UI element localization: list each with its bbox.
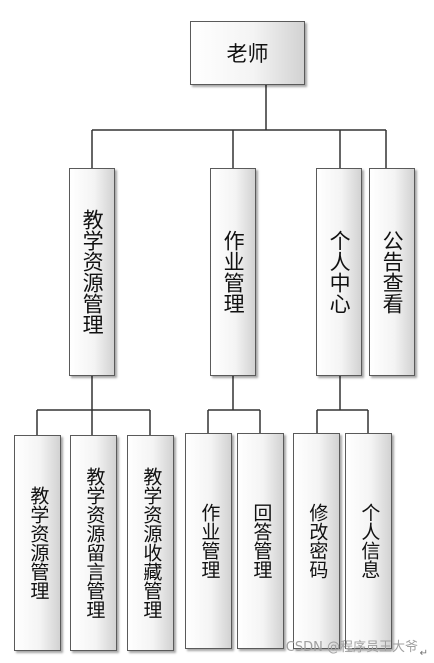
submodule-teaching-resources: 教学资源管理: [14, 435, 61, 651]
submodule-resource-favorites: 教学资源收藏管理: [127, 435, 174, 651]
module-announcements: 公告查看: [369, 168, 415, 376]
module-teaching-resources: 教学资源管理: [69, 168, 115, 376]
submodule-resource-comments: 教学资源留言管理: [70, 435, 117, 651]
module-label: 个人中心: [327, 230, 352, 314]
module-label: 教学资源管理: [80, 209, 105, 335]
module-personal-center: 个人中心: [316, 168, 362, 376]
module-label: 作业管理: [221, 230, 246, 314]
submodule-homework: 作业管理: [185, 433, 232, 649]
submodule-label: 教学资源收藏管理: [140, 467, 163, 619]
submodule-label: 个人信息: [358, 503, 381, 579]
paragraph-return-icon: ↵: [419, 648, 428, 659]
submodule-personal-info: 个人信息: [345, 433, 392, 649]
submodule-answers: 回答管理: [237, 433, 284, 649]
module-homework: 作业管理: [210, 168, 256, 376]
submodule-change-password: 修改密码: [293, 433, 340, 649]
root-node: 老师: [190, 21, 305, 85]
submodule-label: 教学资源管理: [27, 486, 50, 600]
submodule-label: 修改密码: [306, 503, 329, 579]
root-node-label: 老师: [226, 42, 269, 66]
submodule-label: 作业管理: [198, 503, 221, 579]
submodule-label: 回答管理: [250, 503, 273, 579]
submodule-label: 教学资源留言管理: [83, 467, 106, 619]
watermark: CSDN @程序员王大爷: [285, 640, 418, 655]
module-label: 公告查看: [380, 230, 405, 314]
